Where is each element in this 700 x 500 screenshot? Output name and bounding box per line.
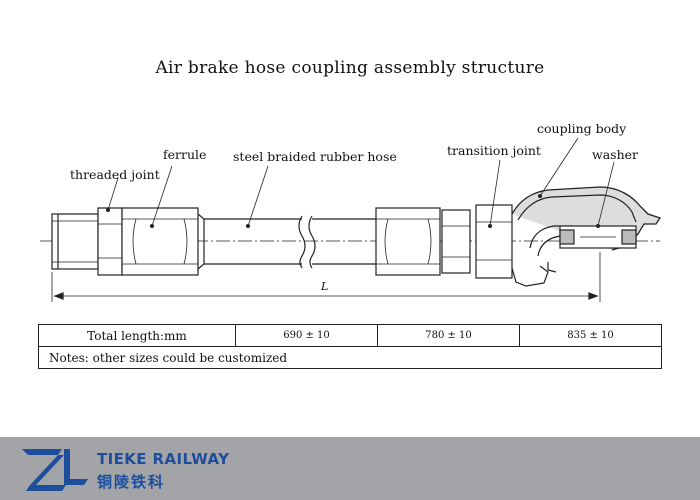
brand-name-cn: 铜陵铁科 (97, 473, 166, 491)
table-header-cell: Total length:mm (38, 324, 236, 347)
table-value-cell: 835 ± 10 (519, 324, 662, 347)
table-row: Notes: other sizes could be customized (38, 346, 662, 369)
label-length-symbol: L (321, 280, 329, 293)
length-spec-table: Total length:mm 690 ± 10 780 ± 10 835 ± … (38, 324, 662, 369)
label-transition-joint: transition joint (447, 143, 541, 158)
table-value-cell: 690 ± 10 (235, 324, 378, 347)
table-row: Total length:mm 690 ± 10 780 ± 10 835 ± … (38, 324, 662, 347)
ferrule-left-part (121, 207, 205, 276)
threaded-joint-part (51, 207, 123, 276)
label-coupling-body: coupling body (537, 121, 627, 136)
hose-assembly-drawing (40, 137, 662, 302)
label-ferrule: ferrule (163, 147, 207, 162)
diagram-title: Air brake hose coupling assembly structu… (155, 58, 545, 78)
length-dimension (51, 252, 601, 302)
tieke-logo-icon (22, 449, 88, 491)
label-washer: washer (592, 147, 638, 162)
brand-footer: TIEKE RAILWAY 铜陵铁科 (0, 437, 700, 500)
brand-name-en: TIEKE RAILWAY (97, 450, 230, 468)
ferrule-right-part (375, 207, 441, 276)
leader-lines (107, 137, 615, 227)
hose-part (204, 215, 376, 269)
table-notes-cell: Notes: other sizes could be customized (38, 346, 662, 369)
table-value-cell: 780 ± 10 (377, 324, 520, 347)
label-hose: steel braided rubber hose (233, 149, 397, 164)
label-threaded-joint: threaded joint (70, 167, 160, 182)
washer-part (559, 225, 637, 249)
transition-joint-part (441, 204, 513, 279)
